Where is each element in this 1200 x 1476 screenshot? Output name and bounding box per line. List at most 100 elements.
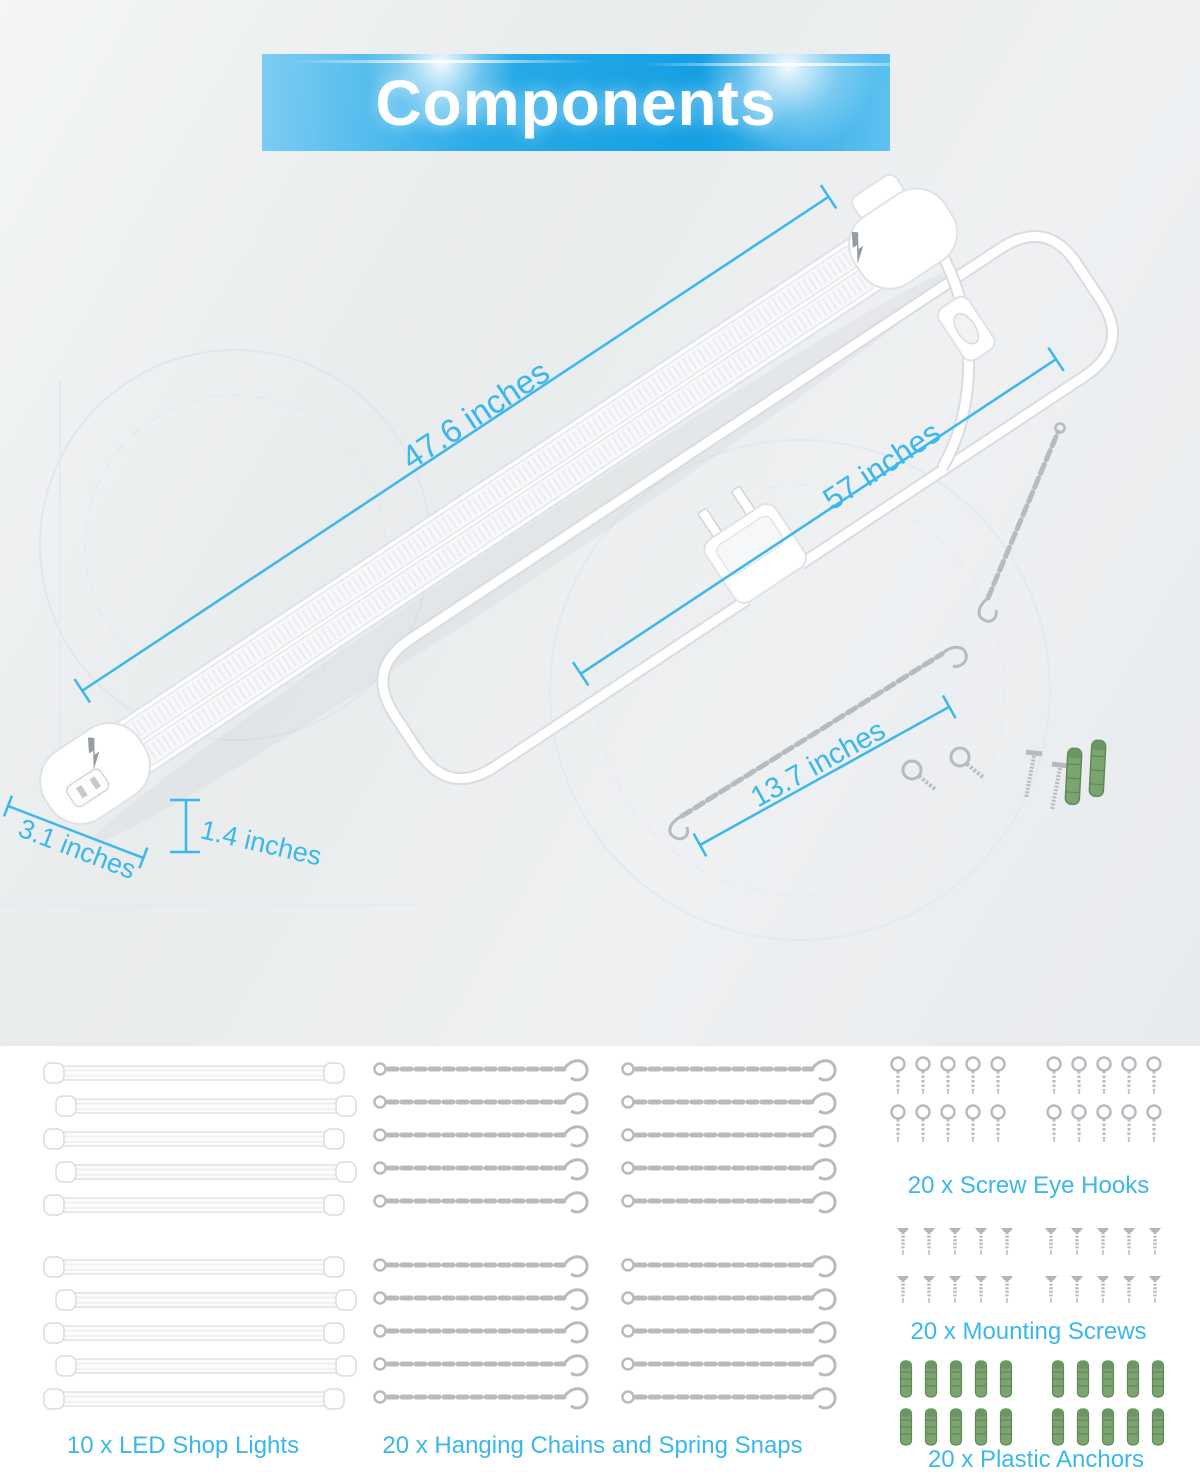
screw: [895, 1226, 911, 1257]
plastic-anchor: [899, 1360, 913, 1398]
screw: [1121, 1226, 1137, 1257]
plastic-anchor: [924, 1360, 938, 1398]
light-bar: [43, 1322, 345, 1344]
chain-item: [375, 1061, 588, 1080]
fixture-tubes: [122, 245, 877, 766]
screw: [973, 1226, 989, 1257]
chain-item: [375, 1389, 588, 1408]
dimension-line-cord-length: [571, 346, 1065, 687]
screw-samples: [1024, 749, 1069, 811]
light-bar: [55, 1161, 357, 1183]
screw: [1095, 1226, 1111, 1257]
dimension-line-fixture-height: [170, 798, 200, 854]
label-eye-hooks: 20 x Screw Eye Hooks: [907, 1172, 1150, 1199]
plastic-anchor: [924, 1408, 938, 1446]
banner-title: Components: [375, 66, 777, 139]
anchors-grid: [899, 1360, 1165, 1446]
anchor-samples: [1064, 739, 1107, 806]
plastic-anchor: [1101, 1360, 1115, 1398]
plastic-anchor: [1126, 1408, 1140, 1446]
linkable-socket: [66, 768, 110, 808]
plastic-anchor: [949, 1360, 963, 1398]
light-streak-icon: [642, 63, 890, 66]
eye-hook: [940, 1056, 956, 1096]
plastic-anchor: [974, 1408, 988, 1446]
chain-item: [375, 1094, 588, 1113]
plastic-anchor: [1076, 1360, 1090, 1398]
light-bar: [43, 1388, 345, 1410]
eye-hook: [965, 1104, 981, 1144]
components-banner: Components: [262, 54, 890, 151]
chain-item: [623, 1193, 836, 1212]
label-mounting-screws: 20 x Mounting Screws: [910, 1318, 1147, 1345]
screw: [999, 1274, 1015, 1305]
screw: [921, 1274, 937, 1305]
chain-item: [375, 1290, 588, 1309]
eye-hook: [890, 1056, 906, 1096]
dimension-line-fixture-length: [73, 184, 838, 704]
chain-item: [375, 1160, 588, 1179]
chain-item: [623, 1389, 836, 1408]
plastic-anchor: [1151, 1360, 1165, 1398]
label-plastic-anchors: 20 x Plastic Anchors: [927, 1446, 1145, 1473]
dimension-line-chain-length: [692, 694, 957, 857]
screws-grid: [895, 1226, 1163, 1305]
chain-item: [375, 1323, 588, 1342]
plastic-anchor: [949, 1408, 963, 1446]
plastic-anchor: [974, 1360, 988, 1398]
screw: [921, 1226, 937, 1257]
eye-hook: [915, 1104, 931, 1144]
chain-item: [623, 1323, 836, 1342]
eye-hook: [1096, 1056, 1112, 1096]
chain-item: [375, 1193, 588, 1212]
screw: [1147, 1274, 1163, 1305]
eye-hook-samples: [901, 746, 986, 792]
power-plug: [697, 486, 808, 604]
plastic-anchor: [1076, 1408, 1090, 1446]
light-streak-icon: [292, 60, 592, 63]
plastic-anchor: [899, 1408, 913, 1446]
chains-grid: [375, 1061, 836, 1408]
screw: [1069, 1274, 1085, 1305]
screw: [895, 1274, 911, 1305]
eye-hook: [1071, 1056, 1087, 1096]
eye-hook: [915, 1056, 931, 1096]
plastic-anchor: [1051, 1408, 1065, 1446]
plastic-anchor: [999, 1360, 1013, 1398]
plastic-anchor: [999, 1408, 1013, 1446]
screw: [1043, 1226, 1059, 1257]
plastic-anchor: [1101, 1408, 1115, 1446]
eye-hook: [965, 1056, 981, 1096]
fixture-left-endcap: [39, 722, 151, 825]
chain-item: [375, 1257, 588, 1276]
screw: [947, 1226, 963, 1257]
light-bar: [55, 1289, 357, 1311]
plastic-anchor: [1051, 1360, 1065, 1398]
screw: [947, 1274, 963, 1305]
shop-lights-grid: [43, 1062, 357, 1410]
eye-hook: [940, 1104, 956, 1144]
chain-item: [623, 1356, 836, 1375]
light-bar: [43, 1256, 345, 1278]
eye-hook: [990, 1056, 1006, 1096]
screw: [1069, 1226, 1085, 1257]
eye-hook: [1121, 1056, 1137, 1096]
chain-item: [623, 1094, 836, 1113]
screw: [973, 1274, 989, 1305]
eye-hook: [1121, 1104, 1137, 1144]
chain-item: [623, 1257, 836, 1276]
light-bar: [43, 1128, 345, 1150]
eye-hook: [1146, 1104, 1162, 1144]
chain-item: [623, 1160, 836, 1179]
eye-hook: [990, 1104, 1006, 1144]
dimension-line-fixture-width: [2, 795, 149, 869]
light-bar: [43, 1194, 345, 1216]
upper-background: [0, 0, 1200, 1046]
hanging-chain-middle: [668, 645, 968, 841]
light-bar: [43, 1062, 345, 1084]
screw: [1121, 1274, 1137, 1305]
screw: [999, 1226, 1015, 1257]
eye-hook: [1071, 1104, 1087, 1144]
